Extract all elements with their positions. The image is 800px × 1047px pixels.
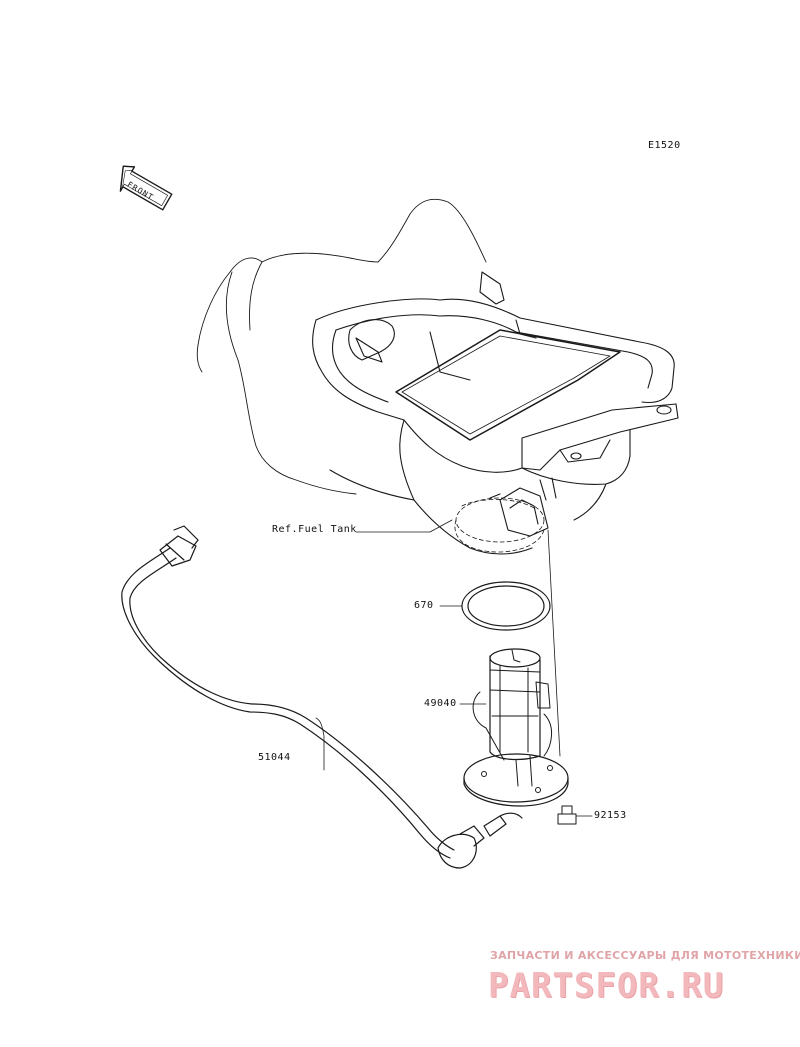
fuel-hose xyxy=(121,525,523,869)
leader-lines xyxy=(315,519,593,817)
fuel-pump xyxy=(463,648,569,807)
gasket-ring xyxy=(461,581,551,631)
diagram-code: E1520 xyxy=(648,140,681,151)
watermark-logo: PARTSFOR.RU xyxy=(488,966,725,1006)
bolt xyxy=(557,805,577,825)
label-gasket: 670 xyxy=(414,600,434,611)
frame-outline xyxy=(196,198,487,495)
label-fuel-hose: 51044 xyxy=(258,752,291,763)
watermark-tagline: ЗАПЧАСТИ И АКСЕССУАРЫ ДЛЯ МОТОТЕХНИКИ xyxy=(490,949,800,962)
fuel-tank xyxy=(312,271,679,555)
label-bolt: 92153 xyxy=(594,810,627,821)
label-fuel-pump: 49040 xyxy=(424,698,457,709)
label-fuel-tank: Ref.Fuel Tank xyxy=(272,524,357,535)
front-arrow-icon xyxy=(119,165,173,211)
